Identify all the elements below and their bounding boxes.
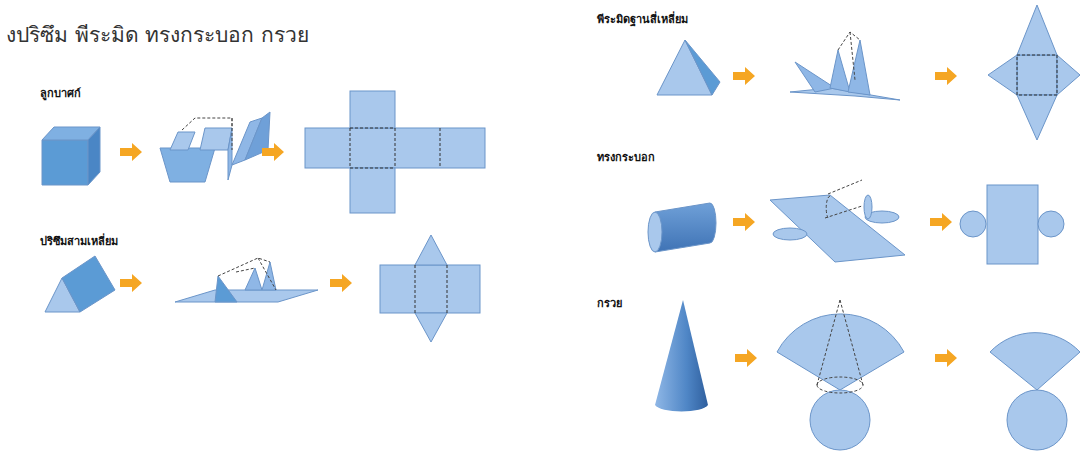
- shape-name: กรวย: [597, 294, 622, 312]
- shape-name: ลูกบาศก์: [40, 84, 81, 102]
- shape-name: ปริซึมสามเหลี่ยม: [40, 232, 118, 250]
- shape-name: พีระมิดฐานสี่เหลี่ยม: [597, 10, 688, 28]
- page-title: งปริซึม พีระมิด ทรงกระบอก กรวย: [6, 18, 309, 51]
- shape-name: ทรงกระบอก: [597, 148, 655, 166]
